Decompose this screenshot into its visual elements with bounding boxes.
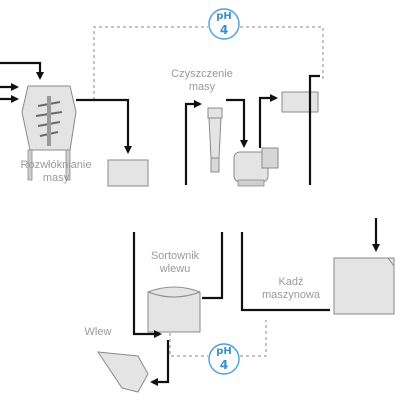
machine-chest: [333, 257, 395, 315]
cleaner-cyclone: [207, 107, 223, 173]
headbox: [96, 351, 149, 393]
top-ph-signal-line-right: [240, 26, 324, 80]
left-down-line: [132, 232, 162, 338]
pulping-label-line2: masy: [42, 172, 70, 184]
chest-line: [240, 232, 330, 312]
cleaning-label-line1: Czyszczenie: [171, 68, 233, 80]
cleaning-label-line2: masy: [188, 81, 216, 93]
pump: [233, 147, 279, 187]
bottom-ph-signal-line-right: [240, 320, 267, 357]
bottom-ph-signal-line: [169, 333, 208, 357]
ph-signal-lines: [93, 26, 324, 357]
headbox-label: Wlew: [84, 326, 112, 338]
ph-bottom-label: pH: [216, 346, 232, 357]
screen-to-headbox-line: [150, 340, 170, 386]
machine-chest-label-line1: Kadź: [278, 276, 304, 288]
machine-chest-label-line2: maszynowa: [261, 289, 321, 301]
ph-top-value: 4: [219, 23, 229, 37]
right-return-line: [308, 74, 320, 185]
ph-top-label: pH: [216, 11, 232, 22]
ph-indicator-top: [208, 8, 240, 40]
top-ph-signal-line: [93, 26, 208, 100]
headbox-screen: [147, 286, 201, 333]
cleaner-to-pump-line: [226, 98, 248, 148]
pulp-tank: [107, 159, 149, 187]
pulper: [21, 85, 77, 181]
pulper-inlet-top: [0, 61, 44, 80]
headbox-screen-label-line1: Sortownik: [150, 250, 200, 262]
pump-to-tank-line: [258, 94, 278, 148]
cleaner-feed-line: [184, 100, 202, 185]
ph-indicator-bottom: [208, 343, 240, 375]
flow-lines: [0, 61, 380, 386]
cleaning-label: Czyszczenie masy: [160, 68, 244, 94]
pulping-label-line1: Rozwłóknianie: [20, 159, 92, 171]
headbox-screen-label: Sortownik wlewu: [140, 250, 210, 276]
pulping-label: Rozwłóknianie masy: [8, 159, 104, 185]
pulper-outlet-line: [76, 98, 132, 154]
headbox-screen-label-line2: wlewu: [159, 263, 191, 275]
upper-tank: [281, 91, 319, 113]
ph-bottom-value: 4: [219, 358, 229, 372]
machine-chest-label: Kadź maszynowa: [250, 276, 332, 302]
screen-return-line: [202, 232, 224, 300]
